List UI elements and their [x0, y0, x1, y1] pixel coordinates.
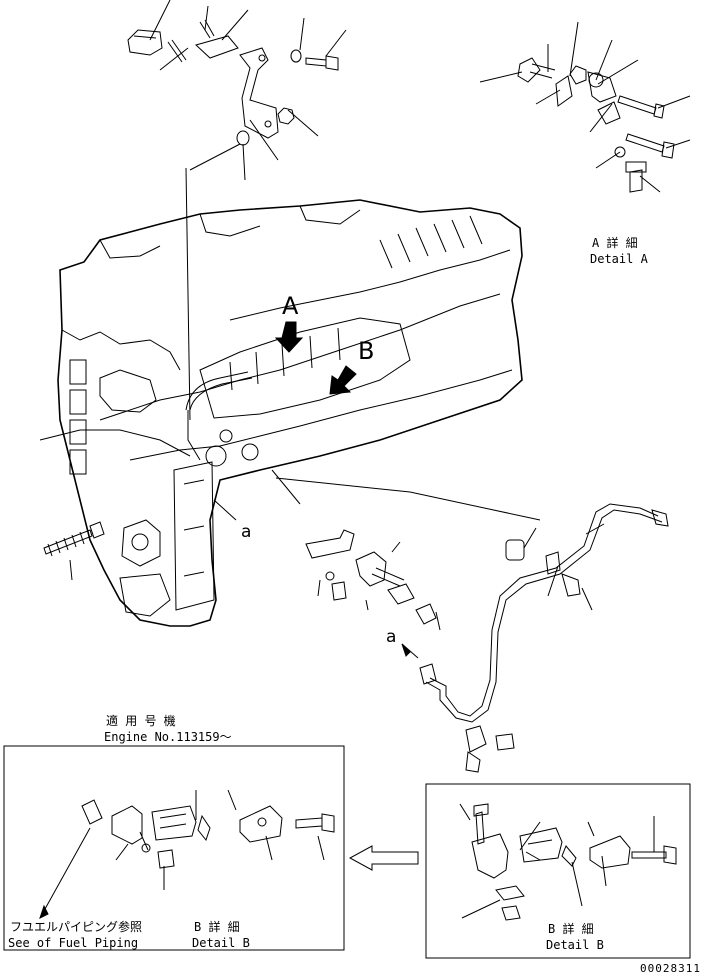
callout-a-arrow: a: [386, 627, 397, 647]
mid-bracket-group: [305, 529, 441, 631]
inset-left-detail-en: Detail B: [192, 936, 250, 950]
detail-a-group: [479, 21, 691, 193]
callout-a-label: A: [282, 292, 299, 320]
top-bracket-group: [127, 0, 347, 181]
callout-b-label: B: [358, 337, 375, 365]
inset-left-parts: [39, 789, 335, 919]
inset-left-box: [3, 745, 345, 951]
detail-a-en: Detail A: [590, 252, 648, 266]
engine-block: [39, 143, 541, 627]
applicable-en: Engine No.113159～: [104, 730, 232, 744]
callout-arrows: [274, 321, 357, 395]
inset-right-box: [425, 783, 691, 959]
inset-right-detail-jp: B 詳 細: [548, 922, 594, 936]
transfer-arrow: [348, 845, 419, 871]
inset-left-detail-jp: B 詳 細: [194, 920, 240, 934]
inset-right-detail-en: Detail B: [546, 938, 604, 952]
inset-left-ref-en: See of Fuel Piping: [8, 936, 139, 950]
inset-right-parts: [459, 803, 677, 921]
drawing-number: 00028311: [640, 962, 701, 975]
fuel-pipe: [401, 503, 669, 773]
callout-a-block: a: [241, 522, 252, 542]
detail-a-jp: A 詳 細: [592, 236, 638, 250]
inset-left-ref-jp: フユエルパイピング参照: [10, 920, 143, 934]
long-bolt: [43, 521, 105, 581]
applicable-jp: 適 用 号 機: [106, 714, 176, 728]
